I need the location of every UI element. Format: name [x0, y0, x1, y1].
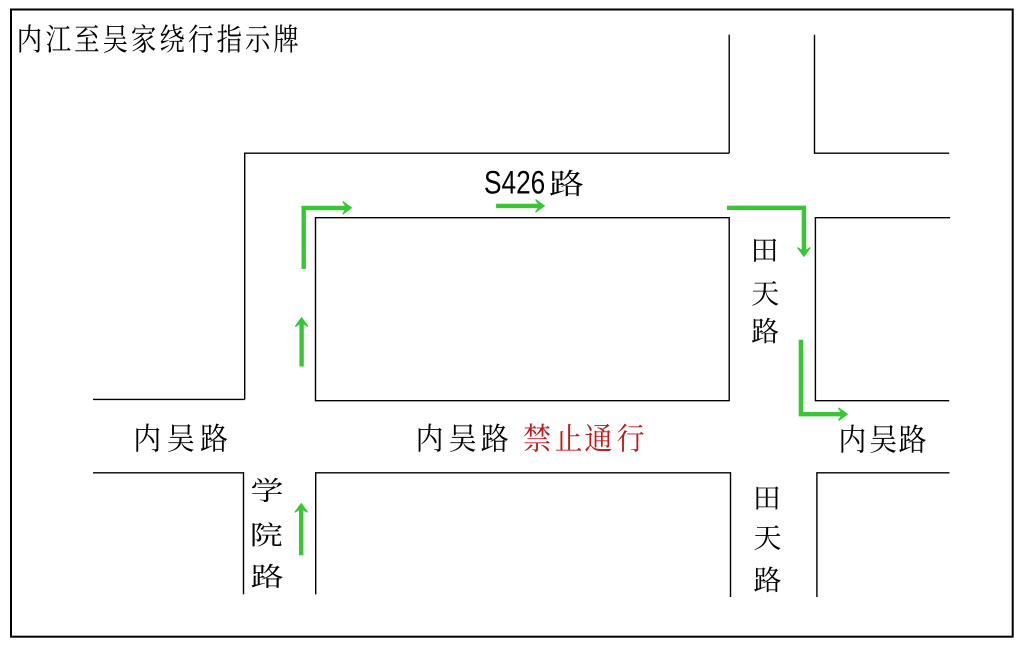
svg-text:S426: S426: [484, 166, 545, 201]
